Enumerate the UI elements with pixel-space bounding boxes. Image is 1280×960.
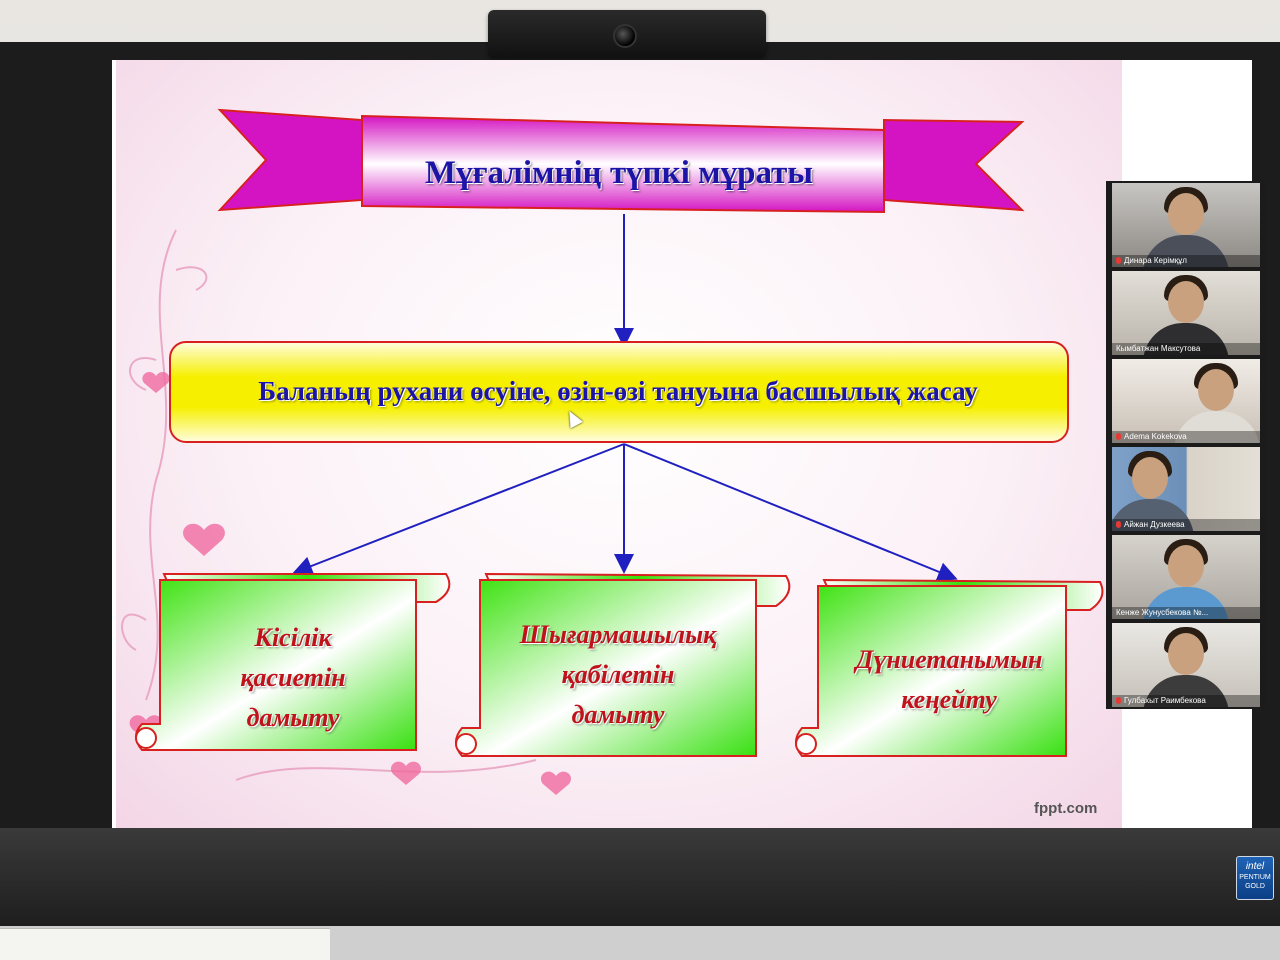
connector-arrows <box>292 214 958 582</box>
box-2-text: Шығармашылық қабілетін дамыту <box>488 615 748 735</box>
floral-decoration-icon <box>121 229 537 781</box>
participant-tile[interactable]: Кенже Жунусбекова №... <box>1112 535 1260 619</box>
participant-tile[interactable]: Айжан Дузкеева <box>1112 447 1260 531</box>
slide-watermark: fppt.com <box>1034 800 1098 817</box>
mic-muted-icon <box>1116 521 1121 528</box>
mic-muted-icon <box>1116 257 1121 264</box>
participant-tile[interactable]: Кымбатжан Максутова <box>1112 271 1260 355</box>
participant-name: Кымбатжан Максутова <box>1112 343 1260 355</box>
box-1-line-2: қасиетін <box>240 663 346 692</box>
main-banner <box>169 341 1069 443</box>
participant-tile[interactable]: Adema Kokekova <box>1112 359 1260 443</box>
mic-muted-icon <box>1116 433 1121 440</box>
presentation-slide: Мұғалімнің түпкі мұраты Баланың рухани ө… <box>116 60 1122 828</box>
monitor-chin <box>0 828 1280 926</box>
participant-panel[interactable]: Динара Керімқұл Кымбатжан Максутова Adem… <box>1106 181 1266 709</box>
participant-name: Динара Керімқұл <box>1112 255 1260 267</box>
scroll-box-1 <box>135 573 451 751</box>
badge-brand: intel <box>1245 861 1265 872</box>
box-2-line-2: қабілетін <box>561 660 675 689</box>
box-1-line-3: дамыту <box>246 703 340 732</box>
box-3-line-2: кеңейту <box>901 685 997 714</box>
participant-name: Айжан Дузкеева <box>1112 519 1260 531</box>
box-3-text: Дүниетанымын кеңейту <box>818 640 1080 720</box>
box-3-line-1: Дүниетанымын <box>855 645 1043 674</box>
participant-name: Гулбахыт Раимбекова <box>1112 695 1260 707</box>
participant-name: Adema Kokekova <box>1112 431 1260 443</box>
participant-tile[interactable]: Гулбахыт Раимбекова <box>1112 623 1260 707</box>
badge-line-2: GOLD <box>1245 883 1265 890</box>
slide-graphics <box>121 108 1104 795</box>
slide-title: Мұғалімнің түпкі мұраты <box>424 155 814 191</box>
main-statement: Баланың рухани өсуіне, өзін-өзі тануына … <box>258 376 978 406</box>
webcam <box>488 10 766 58</box>
participant-tile[interactable]: Динара Керімқұл <box>1112 183 1260 267</box>
intel-badge-icon: intel PENTIUM GOLD <box>1236 856 1274 900</box>
badge-line-1: PENTIUM <box>1239 874 1271 881</box>
scroll-box-3 <box>795 578 1104 757</box>
box-1-text: Кісілік қасиетін дамыту <box>178 618 408 738</box>
webcam-lens-icon <box>613 24 637 48</box>
desk-paper <box>0 928 330 960</box>
box-2-line-1: Шығармашылық <box>519 620 717 649</box>
box-1-line-1: Кісілік <box>254 623 332 652</box>
box-2-line-3: дамыту <box>571 700 665 729</box>
scroll-box-2 <box>455 572 791 757</box>
participant-name: Кенже Жунусбекова №... <box>1112 607 1260 619</box>
title-ribbon <box>217 108 1025 214</box>
mic-muted-icon <box>1116 697 1121 704</box>
screen: Мұғалімнің түпкі мұраты Баланың рухани ө… <box>112 60 1252 828</box>
